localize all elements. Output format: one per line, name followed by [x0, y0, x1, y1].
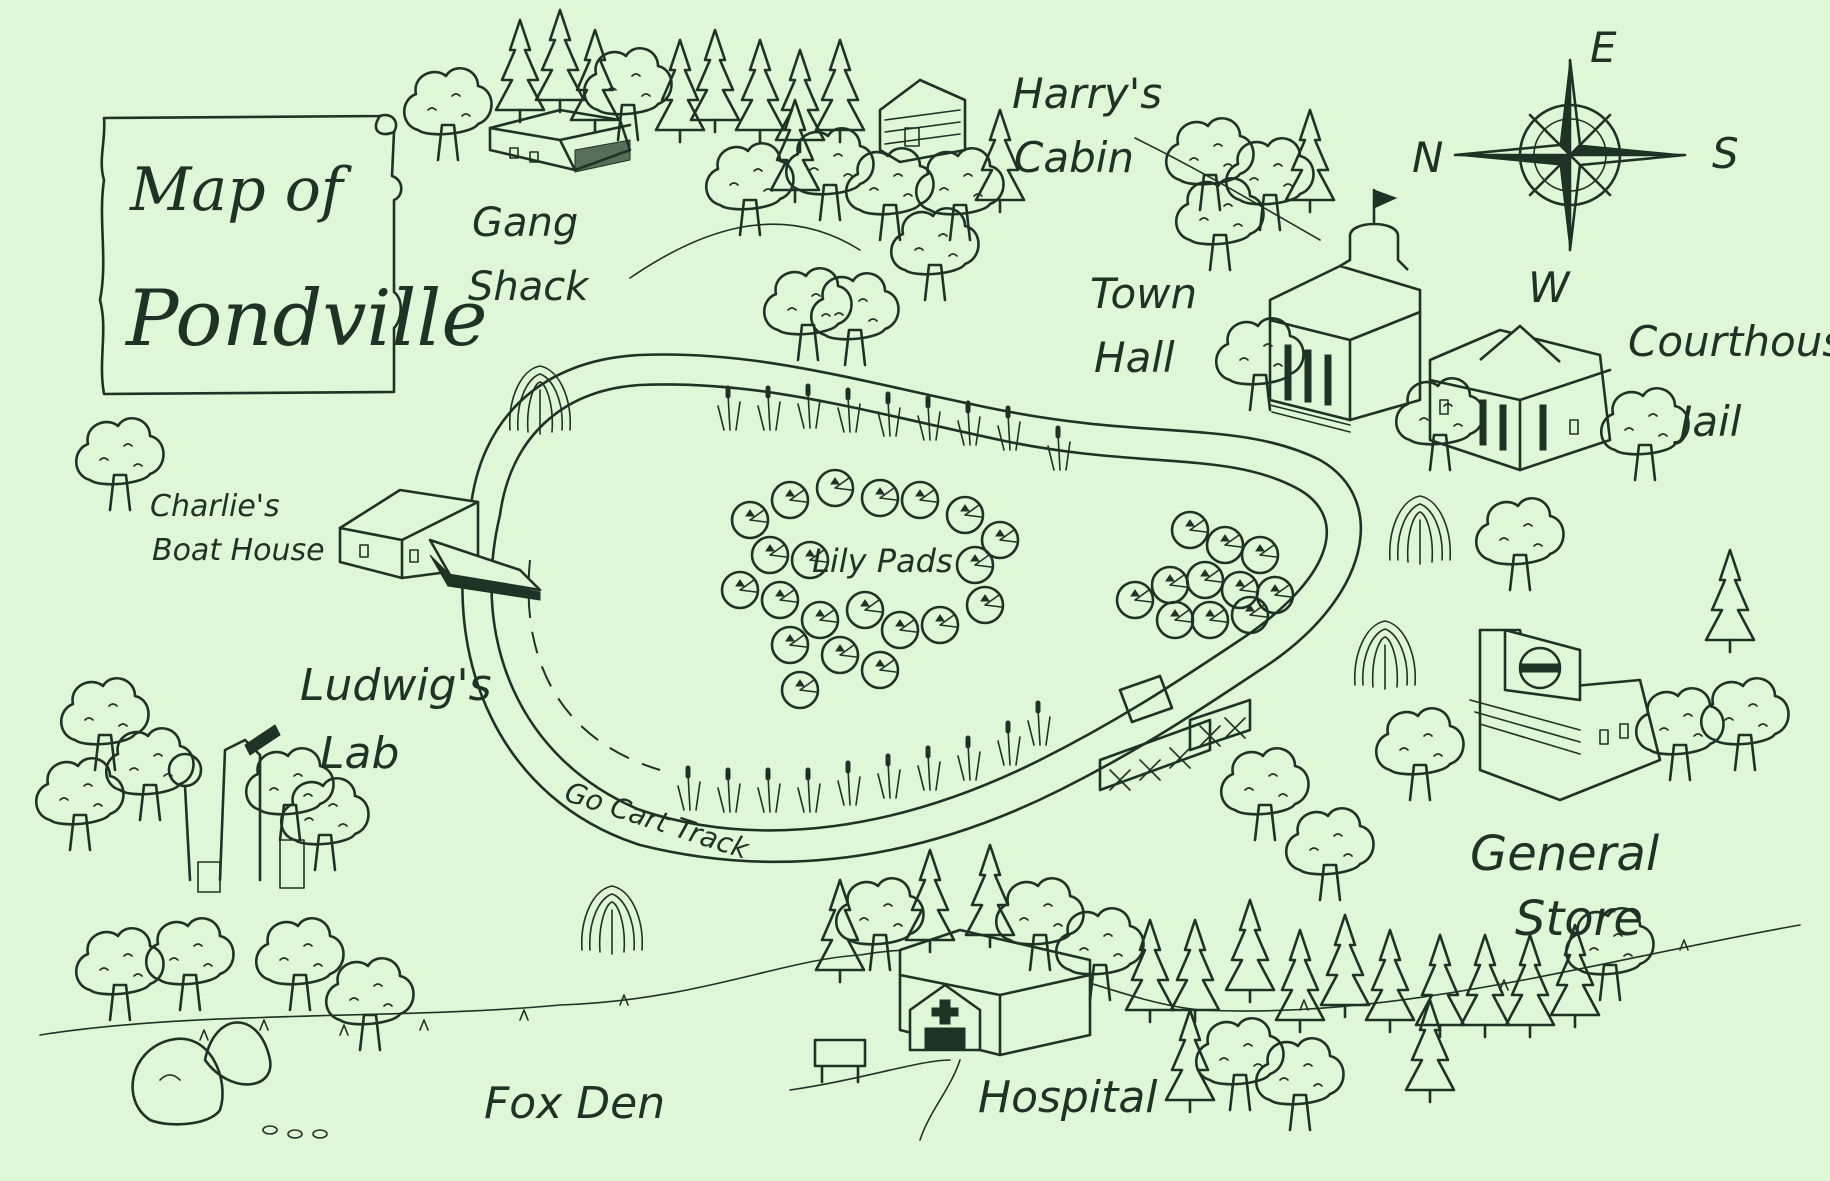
south-forest	[74, 843, 1655, 1132]
label-town-hall-line2: Hall	[1094, 333, 1175, 382]
label-hospital: Hospital	[978, 1072, 1158, 1123]
label-town-hall-line1: Town	[1090, 269, 1197, 318]
label-harrys-line1: Harry's	[1012, 69, 1162, 118]
label-ludwigs-line1: Ludwig's	[300, 660, 492, 711]
map-title-scroll: Map of Pondville	[98, 113, 488, 396]
pond-shore-dashes	[527, 559, 661, 771]
label-courthouse: Courthouse	[1628, 317, 1830, 366]
label-ludwigs-line2: Lab	[320, 728, 399, 779]
hospital	[898, 928, 1092, 1057]
map-title-line2: Pondville	[124, 274, 488, 364]
telescope-icon	[244, 724, 281, 756]
compass-rose-icon	[1453, 58, 1687, 252]
label-harrys-line2: Cabin	[1014, 133, 1134, 182]
track-finish-line	[1118, 674, 1174, 724]
lily-pads-east	[1115, 510, 1295, 640]
fox-tracks	[262, 1125, 328, 1139]
map-title-line1: Map of	[129, 155, 353, 225]
go-cart-track	[461, 353, 1363, 864]
compass-north: N	[1412, 133, 1443, 182]
bridges	[1098, 698, 1252, 792]
reeds-north	[717, 383, 1071, 471]
compass-east: E	[1590, 23, 1617, 72]
label-lily-pads: Lily Pads	[812, 542, 953, 580]
general-store	[1469, 628, 1662, 802]
label-charlies-line1: Charlie's	[150, 489, 280, 524]
charlies-boat-house	[338, 488, 542, 601]
hospital-sign	[813, 1038, 867, 1084]
courthouse-jail	[1428, 324, 1612, 472]
label-fox-den: Fox Den	[484, 1078, 665, 1129]
compass-south: S	[1712, 129, 1739, 178]
grass-tufts	[199, 939, 1689, 1041]
flag-icon	[1373, 189, 1398, 209]
north-forest	[402, 8, 1026, 367]
hospital-path	[789, 1059, 961, 1141]
label-general: General	[1470, 826, 1660, 882]
label-go-cart-track: Go Cart Track	[561, 775, 755, 866]
label-gang-line1: Gang	[472, 200, 578, 246]
compass-west: W	[1528, 263, 1571, 312]
harrys-cabin	[878, 78, 967, 164]
fox-den	[131, 1021, 272, 1126]
town-hall	[1268, 188, 1422, 433]
reeds-south	[677, 700, 1051, 813]
label-gang-line2: Shack	[468, 264, 590, 310]
cross-icon	[931, 999, 959, 1025]
lily-pads-west	[720, 468, 1020, 710]
label-charlies-line2: Boat House	[152, 533, 325, 568]
